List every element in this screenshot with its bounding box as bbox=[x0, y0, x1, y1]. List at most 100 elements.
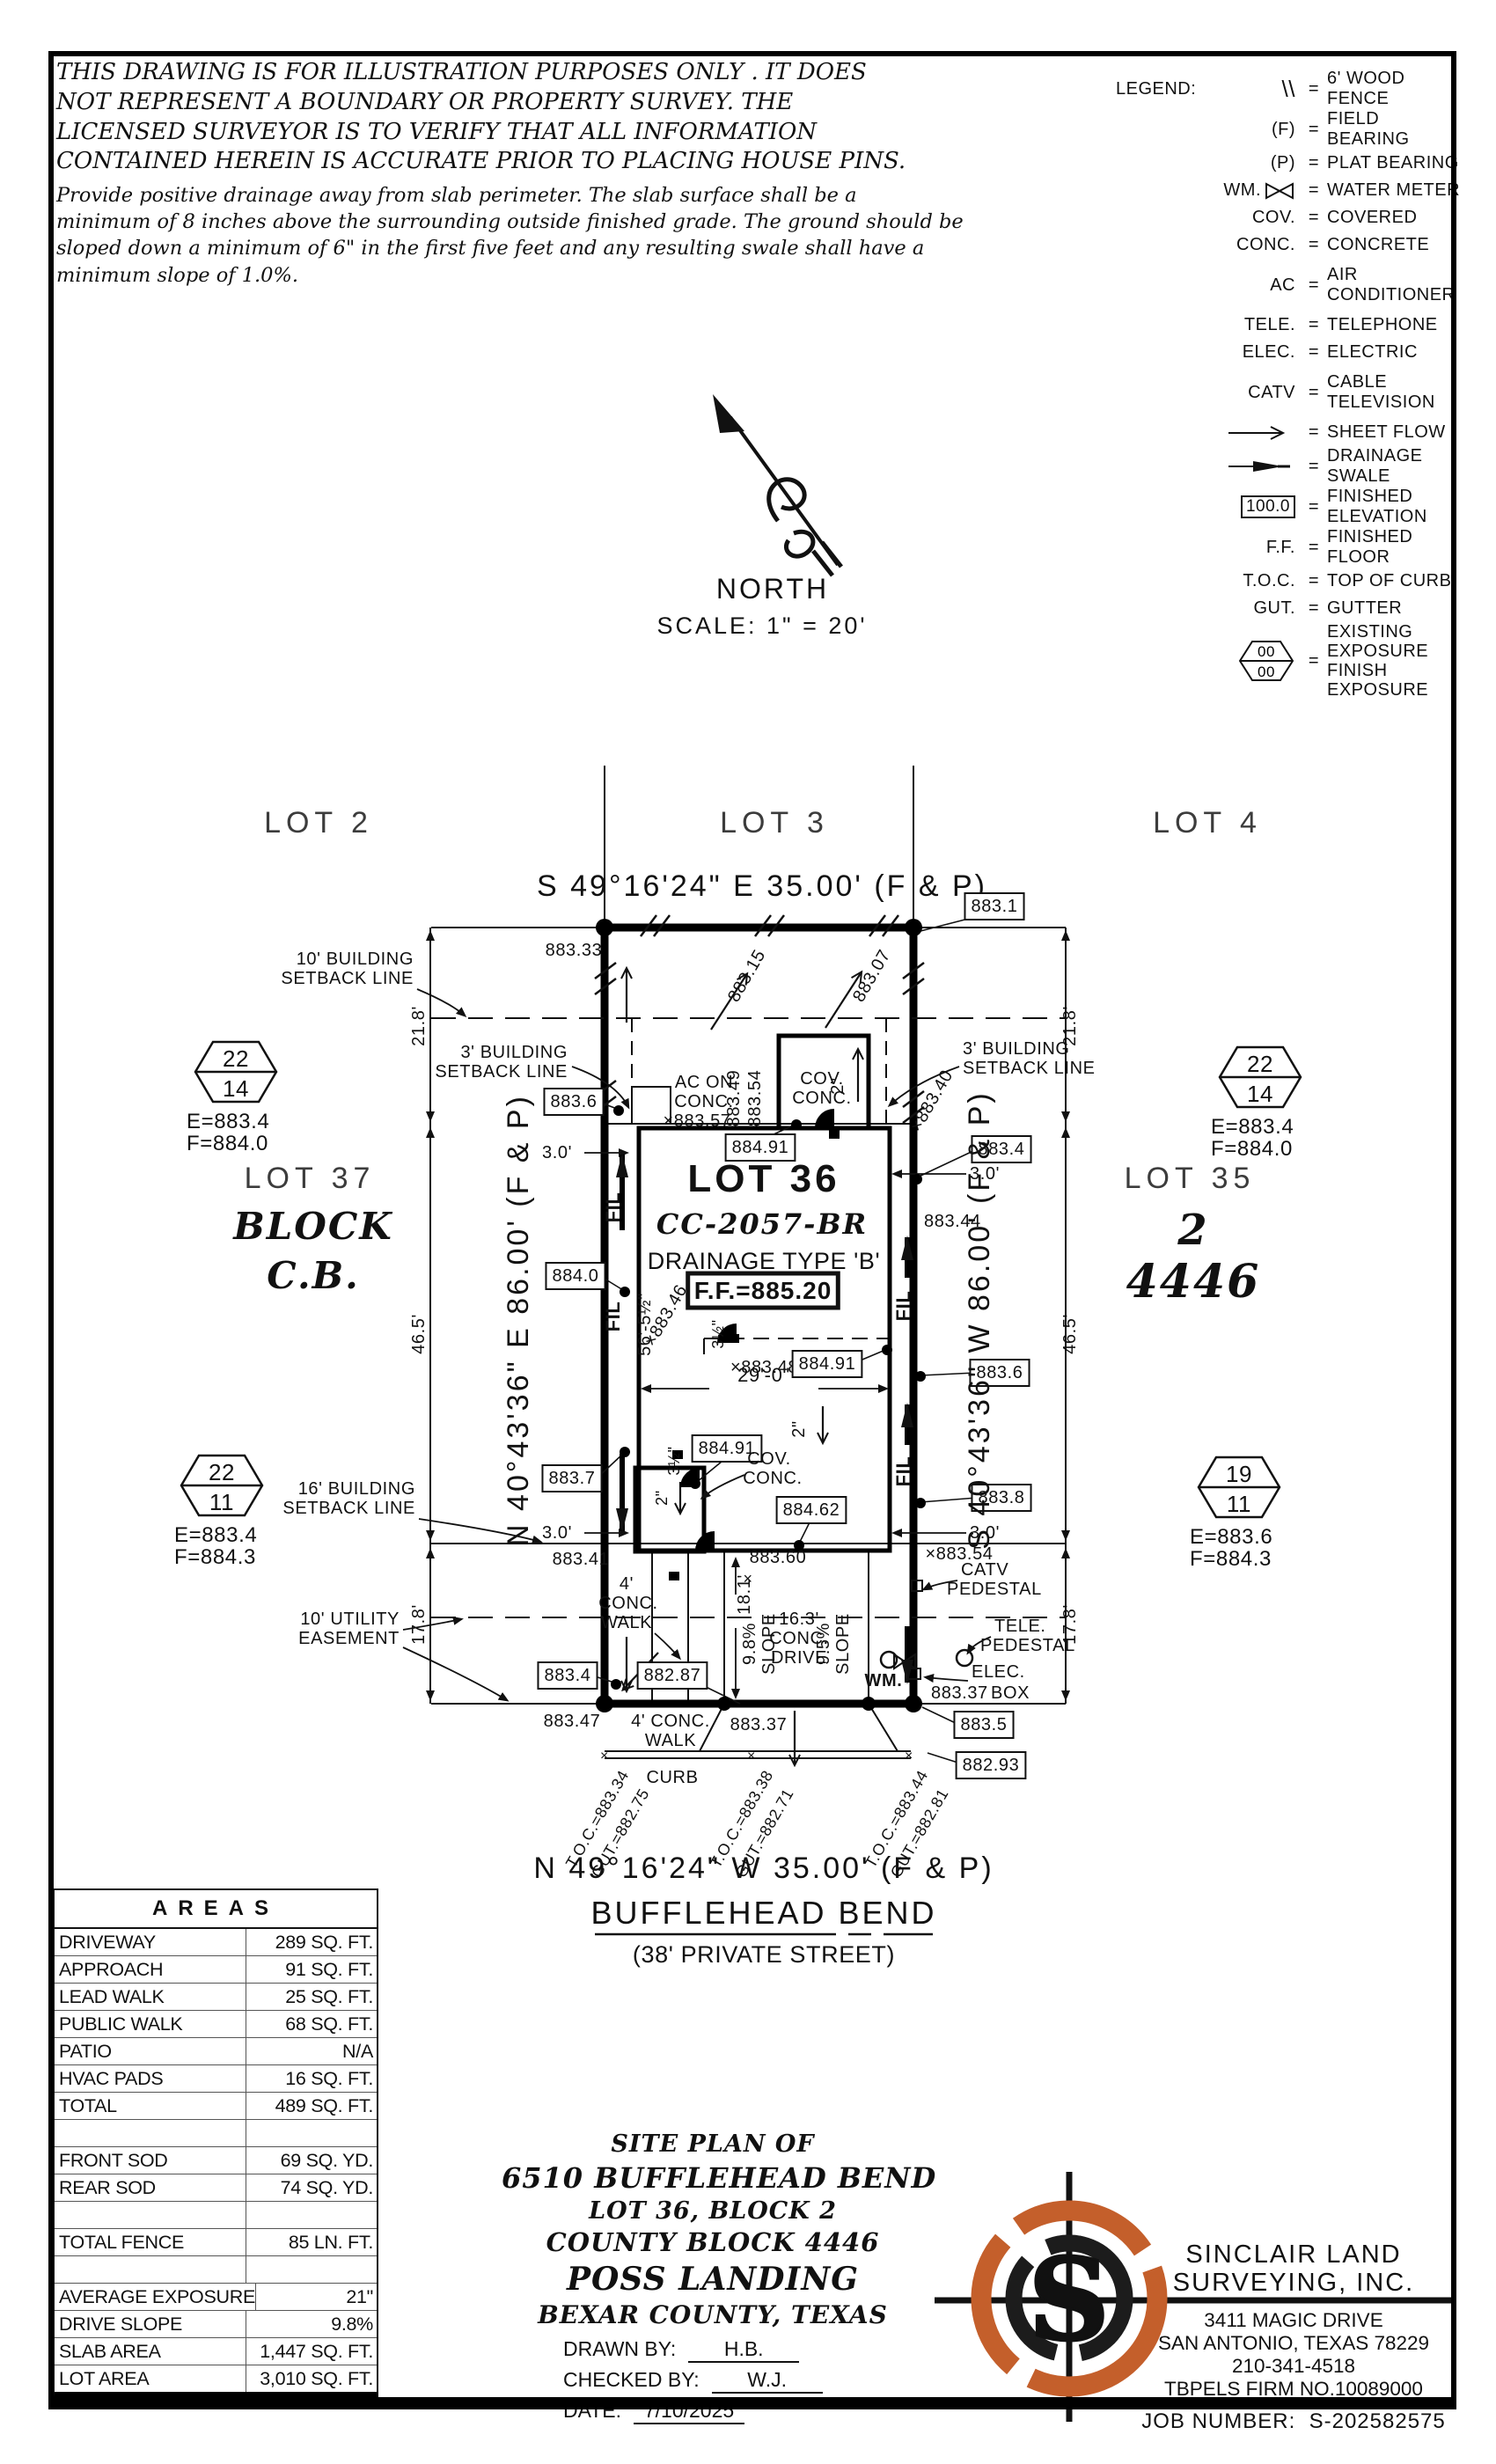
plat-label: CATV bbox=[961, 1560, 1008, 1580]
meter-circle-icon bbox=[879, 1650, 898, 1669]
title-line: COUNTY BLOCK 4446 bbox=[546, 2227, 880, 2258]
plat-label: × bbox=[743, 1570, 752, 1588]
legend-label: FINISHED ELEVATION bbox=[1327, 487, 1427, 526]
legend-label: TELEPHONE bbox=[1327, 315, 1438, 334]
area-label: DRIVEWAY bbox=[59, 1932, 156, 1953]
plat-label: 882.87 bbox=[644, 1666, 701, 1685]
plat-label: 3½" bbox=[709, 1319, 727, 1348]
firm-logo bbox=[935, 2172, 1452, 2422]
legend-symbol: (F) bbox=[1271, 119, 1295, 139]
leaders bbox=[591, 914, 983, 1766]
plat-label: 9.5% bbox=[814, 1623, 833, 1665]
plat-label: 10' UTILITY bbox=[300, 1610, 400, 1629]
legend-label: SHEET FLOW bbox=[1327, 422, 1446, 442]
area-value: 489 SQ. FT. bbox=[246, 2093, 377, 2119]
legend-row: (P)=PLAT BEARING bbox=[1116, 150, 1461, 177]
area-value: 9.8% bbox=[246, 2311, 377, 2337]
plat-label: E=883.4 bbox=[187, 1110, 269, 1133]
svg-text:00: 00 bbox=[1258, 643, 1275, 660]
catv-pedestal-icon bbox=[911, 1580, 923, 1592]
plat-label: SLOPE bbox=[833, 1613, 853, 1675]
legend-symbol bbox=[1197, 425, 1301, 440]
disclaimer-line: minimum slope of 1.0%. bbox=[56, 263, 299, 287]
area-value: 21" bbox=[255, 2284, 377, 2310]
plat-label: BOX bbox=[991, 1683, 1030, 1703]
disclaimer-paragraph-1: THIS DRAWING IS FOR ILLUSTRATION PURPOSE… bbox=[56, 58, 906, 177]
plat-label: 3' BUILDING bbox=[460, 1043, 568, 1062]
water-meter-icon bbox=[893, 1653, 916, 1670]
checked-by-label: CHECKED BY: bbox=[563, 2368, 700, 2391]
area-label: REAR SOD bbox=[59, 2177, 156, 2198]
legend-symbol: WM. bbox=[1197, 180, 1301, 201]
plat-label: DRAINAGE TYPE 'B' bbox=[648, 1248, 881, 1274]
plat-label: 17.8' bbox=[409, 1604, 429, 1645]
legend-row: T.O.C.=TOP OF CURB bbox=[1116, 568, 1461, 595]
legend-label: AIR CONDITIONER bbox=[1327, 265, 1456, 304]
plat-label: 883.4 bbox=[544, 1666, 590, 1685]
elevation-box bbox=[953, 1711, 1015, 1739]
plat-label: 2 bbox=[1177, 1206, 1208, 1255]
elevation-box bbox=[955, 1751, 1027, 1779]
firm-name-line1: SINCLAIR LAND bbox=[1185, 2240, 1402, 2269]
legend-label: COVERED bbox=[1327, 208, 1418, 227]
plat-label: × bbox=[905, 1749, 913, 1764]
drawn-by-label: DRAWN BY: bbox=[563, 2337, 677, 2360]
drawn-by-value: H.B. bbox=[688, 2337, 800, 2363]
legend-label: TOP OF CURB bbox=[1327, 571, 1452, 590]
plat-label: 16' BUILDING bbox=[298, 1479, 415, 1499]
legend: LEGEND:\\=6' WOOD FENCE(F)=FIELD BEARING… bbox=[1116, 69, 1461, 700]
area-value: 69 SQ. YD. bbox=[246, 2147, 377, 2174]
legend-label: ELECTRIC bbox=[1327, 342, 1418, 362]
plat-label: LOT 35 bbox=[1125, 1162, 1256, 1195]
legend-row: (F)=FIELD BEARING bbox=[1116, 109, 1461, 150]
firm-name-line2: SURVEYING, INC. bbox=[1172, 2269, 1415, 2297]
plat-label: 22 bbox=[223, 1045, 249, 1072]
plat-label: NORTH bbox=[716, 573, 829, 605]
areas-table-row: REAR SOD 74 SQ. YD. bbox=[55, 2174, 377, 2201]
legend-row: LEGEND:\\=6' WOOD FENCE bbox=[1116, 69, 1461, 109]
plat-label: F=884.3 bbox=[1190, 1547, 1272, 1571]
dimension-arrows bbox=[426, 930, 1070, 1701]
plat-label: N 40°43'36" E 86.00' (F & P) bbox=[502, 1094, 535, 1546]
area-value: 1,447 SQ. FT. bbox=[246, 2338, 377, 2365]
plat-label: FIL bbox=[602, 1192, 624, 1223]
title-line: 6510 BUFFLEHEAD BEND bbox=[502, 2160, 937, 2195]
plat-label: TELE. bbox=[994, 1617, 1046, 1636]
legend-label: GUTTER bbox=[1327, 598, 1403, 618]
plat-label: E=883.6 bbox=[1190, 1525, 1272, 1549]
fence-hashes bbox=[594, 914, 925, 1124]
house-outline bbox=[633, 1033, 892, 1554]
svg-text:00: 00 bbox=[1258, 664, 1275, 680]
area-value: 74 SQ. YD. bbox=[246, 2174, 377, 2201]
plat-label: 21.8' bbox=[1060, 1006, 1080, 1046]
legend-symbol bbox=[1197, 459, 1301, 473]
drainage-swale-icon bbox=[1228, 461, 1290, 472]
areas-table-row bbox=[55, 2255, 377, 2283]
area-value bbox=[246, 2256, 377, 2283]
area-label: TOTAL bbox=[59, 2095, 117, 2116]
plat-label: LOT 4 bbox=[1153, 806, 1262, 840]
plat-label: AC ON bbox=[675, 1073, 733, 1092]
plat-label: 2" bbox=[653, 1490, 671, 1506]
plat-label: LOT 2 bbox=[264, 806, 373, 840]
legend-row: =DRAINAGE SWALE bbox=[1116, 446, 1461, 487]
area-label: AVERAGE EXPOSURE bbox=[59, 2286, 256, 2307]
plat-label: 884.91 bbox=[799, 1354, 856, 1374]
plat-label: 2" bbox=[828, 1077, 847, 1094]
plat-label: S bbox=[1028, 2234, 1110, 2366]
area-label: TOTAL FENCE bbox=[59, 2232, 185, 2253]
plat-label: F.F.=885.20 bbox=[694, 1277, 832, 1304]
legend-symbol: AC bbox=[1270, 275, 1295, 295]
plat-label: WM. bbox=[865, 1671, 903, 1690]
plat-label: 883.33 bbox=[546, 941, 603, 960]
area-value: 68 SQ. FT. bbox=[246, 2011, 377, 2037]
elevation-box bbox=[691, 1434, 763, 1463]
legend-label: CONCRETE bbox=[1327, 235, 1430, 254]
legend-row: =SHEET FLOW bbox=[1116, 419, 1461, 446]
water-meter-icon bbox=[1265, 181, 1294, 200]
plat-label: DRIVE bbox=[771, 1648, 827, 1668]
plat-label: 883.41 bbox=[553, 1550, 610, 1569]
plat-label: × bbox=[747, 1749, 756, 1764]
